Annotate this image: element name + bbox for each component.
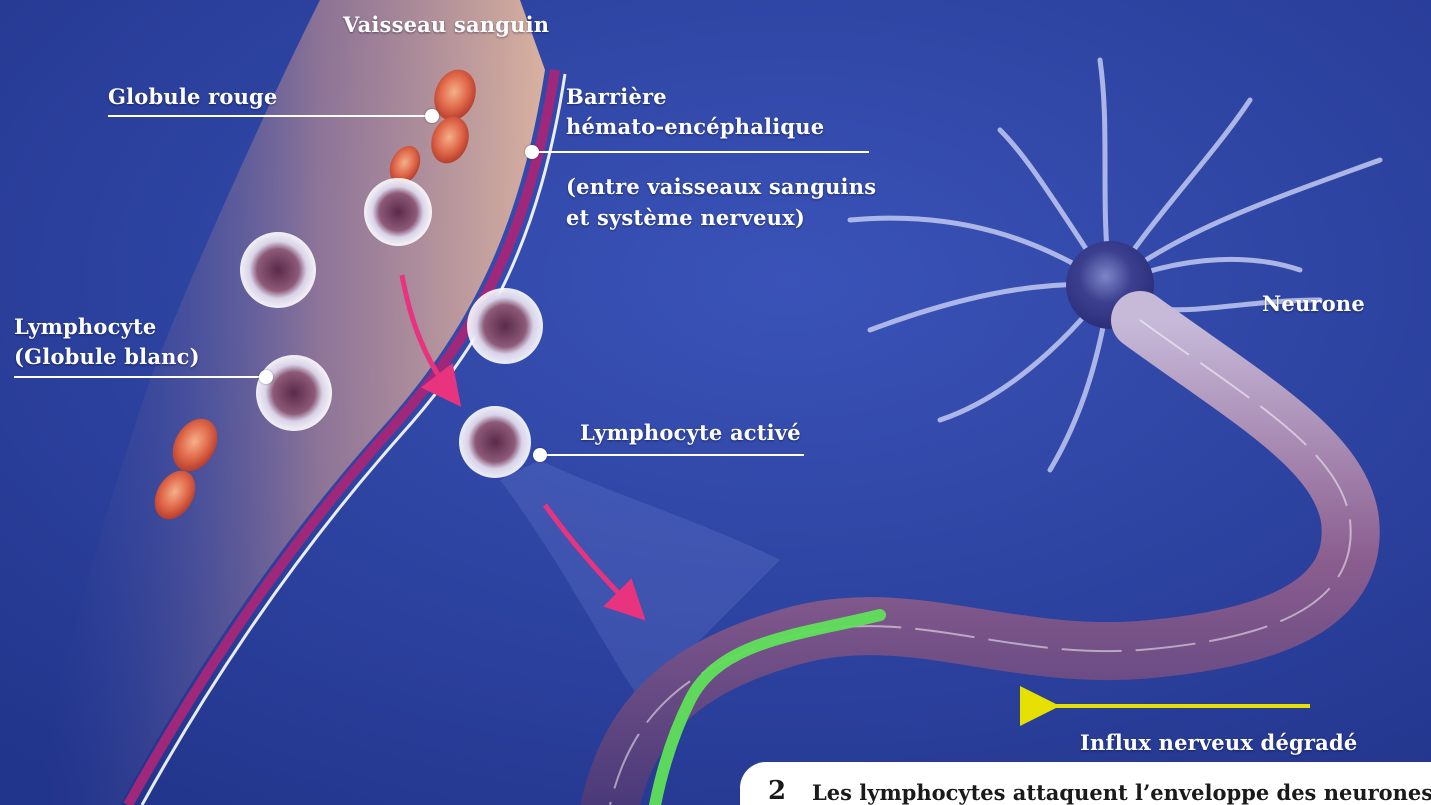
label-barrier-note-l1: (entre vaisseaux sanguins [566, 172, 876, 202]
label-vessel: Vaisseau sanguin [343, 10, 549, 40]
label-activated: Lymphocyte activé [580, 418, 801, 448]
caption-number: 2 [768, 776, 786, 805]
label-neuron: Neurone [1262, 289, 1365, 319]
label-barrier-l1: Barrière [566, 82, 667, 112]
label-red-cell: Globule rouge [108, 82, 278, 112]
label-lymphocyte-l1: Lymphocyte [14, 312, 156, 342]
leader-activated [540, 454, 804, 456]
caption-box: 2 Les lymphocytes attaquent l’enveloppe … [740, 762, 1431, 805]
label-barrier-note-l2: et système nerveux) [566, 203, 805, 233]
caption-text: Les lymphocytes attaquent l’enveloppe de… [812, 780, 1431, 805]
marker-activated [533, 448, 547, 462]
label-barrier-l2: hémato-encéphalique [566, 112, 824, 142]
marker-red-cell [425, 109, 439, 123]
marker-barrier [525, 145, 539, 159]
marker-lymphocyte [259, 370, 273, 384]
leader-red-cell [108, 115, 432, 117]
leader-barrier [532, 151, 869, 153]
label-lymphocyte-l2: (Globule blanc) [14, 342, 200, 372]
label-impulse: Influx nerveux dégradé [1080, 728, 1357, 758]
leader-lymphocyte [14, 376, 266, 378]
